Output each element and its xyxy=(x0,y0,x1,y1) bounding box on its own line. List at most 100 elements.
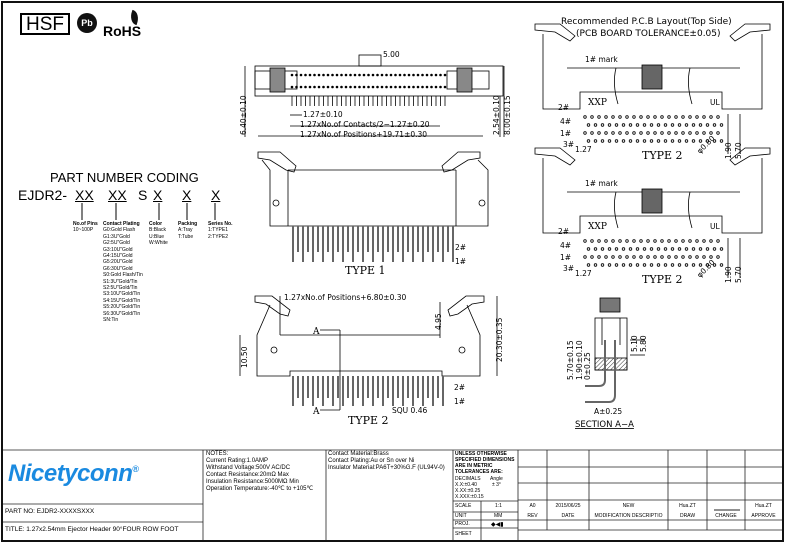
contact xyxy=(313,85,316,89)
pcb-pin1-mark: 1# mark xyxy=(585,55,618,64)
pin xyxy=(297,226,299,252)
pcb-hole xyxy=(695,115,699,119)
pcb-hole xyxy=(677,247,682,251)
pcb-hole xyxy=(597,255,601,259)
type1-label: TYPE 1 xyxy=(345,264,386,277)
pin xyxy=(442,376,444,406)
code-plating: XX xyxy=(108,187,127,203)
contact xyxy=(412,85,415,89)
pcb-hole xyxy=(614,139,619,143)
revision-cell: Hua.ZT xyxy=(755,503,772,509)
pin xyxy=(447,226,449,252)
pcb-hole xyxy=(702,239,706,243)
tolerance-line: SPECIFIED DIMENSIONS xyxy=(455,457,515,463)
pcb-hole xyxy=(586,139,591,143)
contact xyxy=(376,85,379,89)
pin xyxy=(342,376,344,406)
contact xyxy=(295,85,298,89)
pcb-hole xyxy=(677,263,682,267)
pcb-hole xyxy=(635,247,640,251)
contact xyxy=(299,85,303,89)
legend-line: A:Tray xyxy=(178,227,193,234)
pcb-hole xyxy=(607,263,612,267)
contact xyxy=(385,85,388,89)
sheet-label: SHEET xyxy=(455,531,472,537)
pcb-hole xyxy=(628,139,633,143)
pcb-hole xyxy=(628,263,633,267)
pcb-hole xyxy=(691,123,696,127)
contact xyxy=(434,73,438,77)
contact xyxy=(326,85,330,89)
pcb-hole xyxy=(695,131,699,135)
material-line: Contact Material:Brass xyxy=(328,451,389,457)
ul-mark: UL xyxy=(710,98,720,107)
pin xyxy=(402,376,404,406)
pcb-hole xyxy=(649,263,654,267)
pcb-hole xyxy=(702,131,706,135)
contact xyxy=(322,73,325,77)
pcb-hole xyxy=(716,131,720,135)
pcb-hole xyxy=(618,255,622,259)
pin xyxy=(312,226,314,262)
pcb-hole xyxy=(649,123,654,127)
code-pins: XX xyxy=(75,187,94,203)
contact xyxy=(290,85,294,89)
contact xyxy=(362,73,366,77)
pcb-hole xyxy=(600,263,605,267)
pin xyxy=(382,226,384,262)
contact xyxy=(398,73,402,77)
pcb-hole xyxy=(607,123,612,127)
section-mark-bottom: A xyxy=(312,407,320,417)
type2-dim-width: 1.27xNo.of Positions+6.80±0.30 xyxy=(284,293,407,302)
pin xyxy=(292,376,294,406)
pin xyxy=(337,376,339,398)
legend-line: G3:10U"Gold xyxy=(103,246,133,253)
drawing-title: TITLE: 1.27x2.54mm Ejector Header 90°FOU… xyxy=(5,526,179,533)
code-packing: X xyxy=(182,187,192,203)
pcb-hole xyxy=(712,247,717,251)
pcb-hole xyxy=(667,239,671,243)
pin xyxy=(397,376,399,398)
section-dim-0: 0±0.25 xyxy=(583,352,592,380)
pin xyxy=(412,376,414,406)
pcb-hole xyxy=(642,123,647,127)
contact xyxy=(367,73,370,77)
tolerance-line: TOLERANCES ARE: xyxy=(455,469,503,475)
contact xyxy=(380,73,384,77)
pin xyxy=(362,226,364,262)
pin xyxy=(302,376,304,406)
pcb-hole xyxy=(709,239,713,243)
pcb-hole xyxy=(663,139,668,143)
contact xyxy=(295,73,298,77)
pcb-hole xyxy=(712,139,717,143)
contact xyxy=(326,73,330,77)
pcb-hole xyxy=(705,247,710,251)
pcb-hole xyxy=(695,255,699,259)
pin xyxy=(452,226,454,262)
pcb-hole xyxy=(698,139,703,143)
pin xyxy=(317,226,319,252)
section-dim-5-70: 5.70±0.15 xyxy=(566,340,575,380)
pcb-hole xyxy=(653,239,657,243)
pcb-hole xyxy=(607,139,612,143)
note-line: Operation Temperature:-40℃ to +105℃ xyxy=(206,486,314,492)
xxp-label: XXP xyxy=(588,98,607,108)
ul-mark: UL xyxy=(710,222,720,231)
dim-positions: 1.27xNo.of Positions+19.71±0.30 xyxy=(300,130,427,139)
contact xyxy=(322,85,325,89)
pin xyxy=(347,376,349,398)
pcb-hole xyxy=(621,247,626,251)
pcb-hole xyxy=(681,239,685,243)
pcb-hole xyxy=(597,131,601,135)
note-line: Contact Resistance:20mΩ Max xyxy=(206,472,289,478)
type2-squ: SQU 0.46 xyxy=(392,406,427,415)
pcb-hole xyxy=(621,263,626,267)
pin xyxy=(397,226,399,252)
pcb-hole xyxy=(632,255,636,259)
pcb-dim-1-90: 1.90 xyxy=(724,142,733,159)
pcb-hole xyxy=(674,131,678,135)
